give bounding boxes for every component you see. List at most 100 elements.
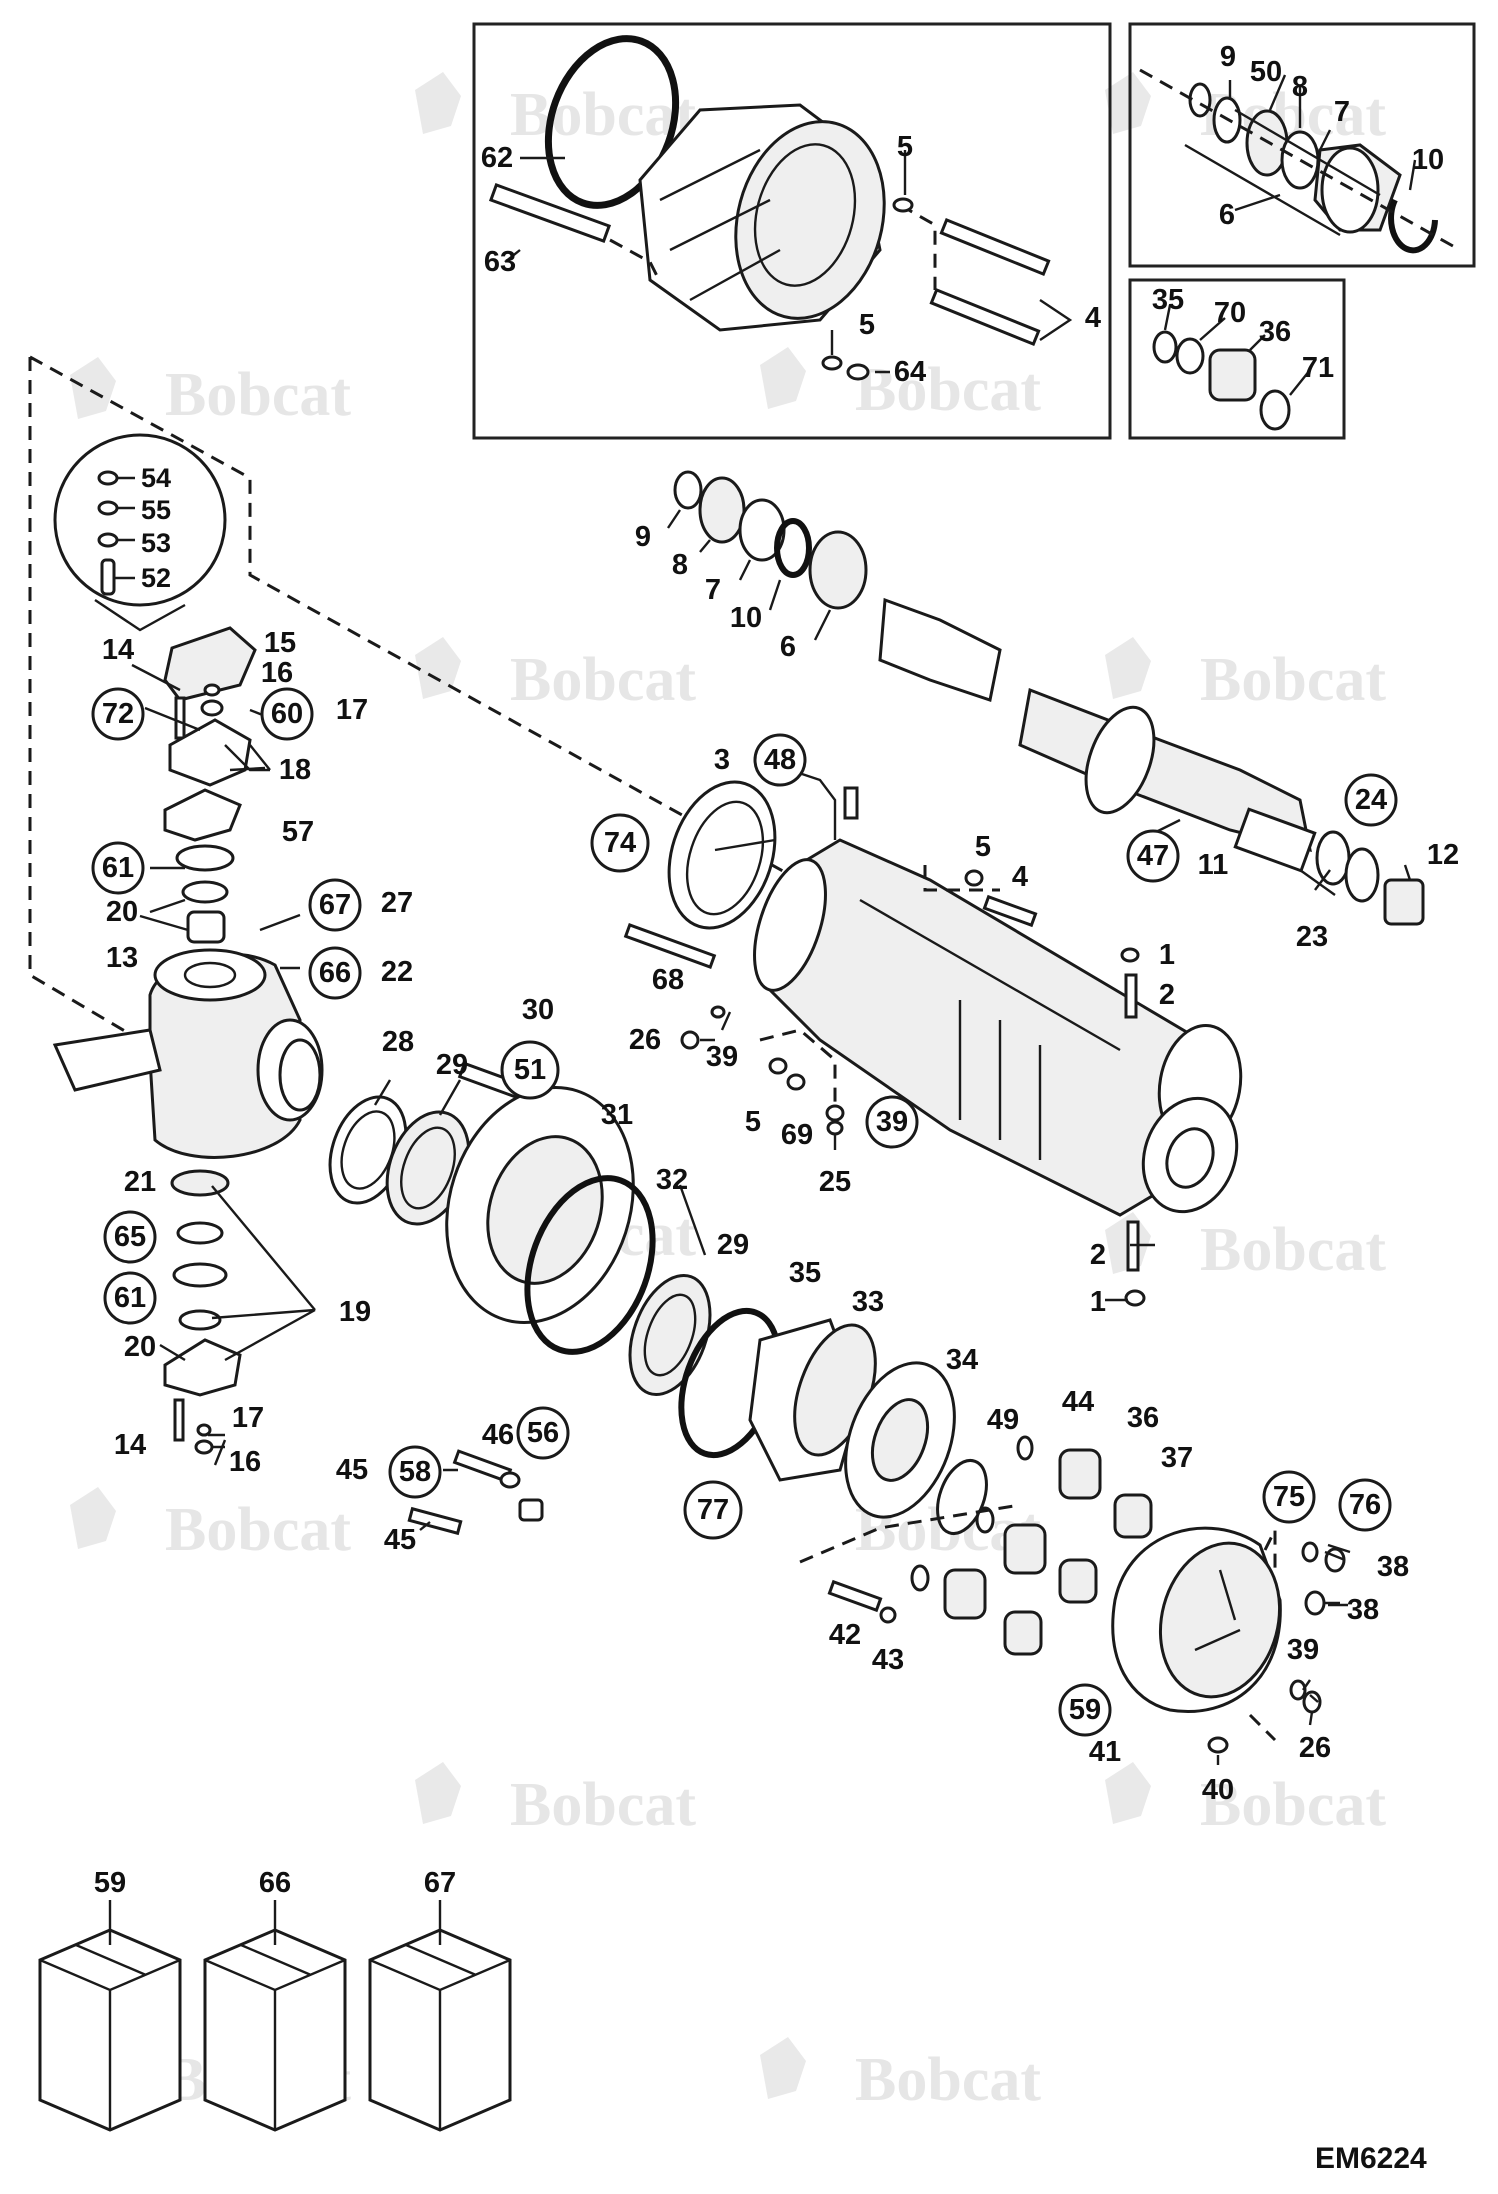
part-label: 39: [706, 1041, 738, 1073]
kingpin-bottom-parts: [163, 1169, 316, 1455]
part-label: 30: [522, 994, 554, 1026]
inset-bearing-frame: [1128, 22, 1476, 268]
kit-box-67: [368, 1900, 512, 2132]
part-label: 26: [629, 1024, 661, 1056]
part-label: 10: [1412, 144, 1444, 176]
part-label: 15: [264, 627, 296, 659]
part-label: 45: [384, 1524, 416, 1556]
part-label: 5: [897, 131, 913, 163]
part-label: 5: [859, 309, 875, 341]
fastener-detail-parts: [97, 470, 135, 596]
inset-planet-frame: [1128, 278, 1346, 440]
part-label: 67: [319, 889, 351, 921]
watermark-text: Bobcat: [510, 646, 696, 714]
part-label: 47: [1137, 840, 1169, 872]
part-label: 70: [1214, 297, 1246, 329]
part-label: 35: [1152, 284, 1184, 316]
part-label: 45: [336, 1454, 368, 1486]
part-label: 8: [1292, 71, 1308, 103]
inset-housing-parts: [488, 35, 1073, 381]
watermark-text: Bobcat: [165, 1496, 351, 1564]
part-label: 2: [1159, 979, 1175, 1011]
part-label: 10: [730, 602, 762, 634]
drawing-reference: EM6224: [1315, 2142, 1427, 2175]
part-label: 49: [987, 1404, 1019, 1436]
part-label: 39: [876, 1106, 908, 1138]
part-label: 4: [1012, 861, 1028, 893]
part-label: 33: [852, 1286, 884, 1318]
part-label: 54: [141, 463, 171, 493]
part-label: 71: [1302, 352, 1334, 384]
part-label: 66: [259, 1867, 291, 1899]
part-label: 21: [124, 1166, 156, 1198]
watermark-text: Bobcat: [1200, 646, 1386, 714]
steering-knuckle: [52, 948, 324, 1159]
part-label: 22: [381, 956, 413, 988]
part-label: 43: [872, 1644, 904, 1676]
part-label: 57: [282, 816, 314, 848]
part-label: 19: [339, 1296, 371, 1328]
part-label: 51: [514, 1054, 546, 1086]
part-label: 66: [319, 957, 351, 989]
part-label: 7: [1334, 96, 1350, 128]
part-label: 32: [656, 1164, 688, 1196]
kingpin-assembly-outline: [28, 355, 836, 1042]
part-label: 72: [102, 698, 134, 730]
part-label: 63: [484, 246, 516, 278]
part-label: 77: [697, 1494, 729, 1526]
kit-box-59: [38, 1900, 182, 2132]
part-label: 46: [482, 1419, 514, 1451]
part-label: 75: [1273, 1481, 1305, 1513]
watermark-text: Bobcat: [1200, 1771, 1386, 1839]
part-label: 37: [1161, 1442, 1193, 1474]
part-label: 23: [1296, 921, 1328, 953]
part-label: 55: [141, 495, 171, 525]
part-label: 27: [381, 887, 413, 919]
part-label: 18: [279, 754, 311, 786]
fastener-detail-bubble: [53, 433, 227, 607]
part-label: 40: [1202, 1774, 1234, 1806]
part-label: 28: [382, 1026, 414, 1058]
kit-box-66: [203, 1900, 347, 2132]
part-label: 59: [1069, 1694, 1101, 1726]
part-label: 14: [114, 1429, 146, 1461]
part-label: 62: [481, 142, 513, 174]
inset-planet-parts: [1152, 304, 1311, 431]
part-label: 25: [819, 1166, 851, 1198]
detail-callout-lines: [94, 599, 186, 632]
part-label: 6: [1219, 199, 1235, 231]
axle-shaft-parts: [667, 470, 1425, 926]
part-label: 9: [1220, 41, 1236, 73]
part-label: 1: [1090, 1286, 1106, 1318]
part-label: 7: [705, 574, 721, 606]
part-label: 14: [102, 634, 134, 666]
part-label: 59: [94, 1867, 126, 1899]
part-label: 68: [652, 964, 684, 996]
part-label: 26: [1299, 1732, 1331, 1764]
watermark-text: Bobcat: [1200, 1216, 1386, 1284]
part-label: 61: [114, 1282, 146, 1314]
part-label: 3: [714, 744, 730, 776]
part-label: 61: [102, 852, 134, 884]
watermark-text: Bobcat: [165, 361, 351, 429]
part-label: 13: [106, 942, 138, 974]
part-label: 12: [1427, 839, 1459, 871]
inset-bearing-parts: [1139, 68, 1461, 254]
part-label: 1: [1159, 939, 1175, 971]
part-label: 36: [1127, 1402, 1159, 1434]
part-label: 65: [114, 1221, 146, 1253]
part-label: 17: [232, 1402, 264, 1434]
inset-housing-frame: [472, 22, 1112, 440]
part-label: 9: [635, 521, 651, 553]
part-label: 20: [124, 1331, 156, 1363]
watermark-text: Bobcat: [855, 356, 1041, 424]
part-label: 74: [604, 827, 636, 859]
part-label: 16: [261, 657, 293, 689]
part-label: 17: [336, 694, 368, 726]
kingpin-top-parts: [139, 626, 271, 944]
hub-assembly: [328, 1061, 988, 1535]
part-label: 41: [1089, 1736, 1121, 1768]
part-label: 2: [1090, 1239, 1106, 1271]
part-label: 60: [271, 698, 303, 730]
